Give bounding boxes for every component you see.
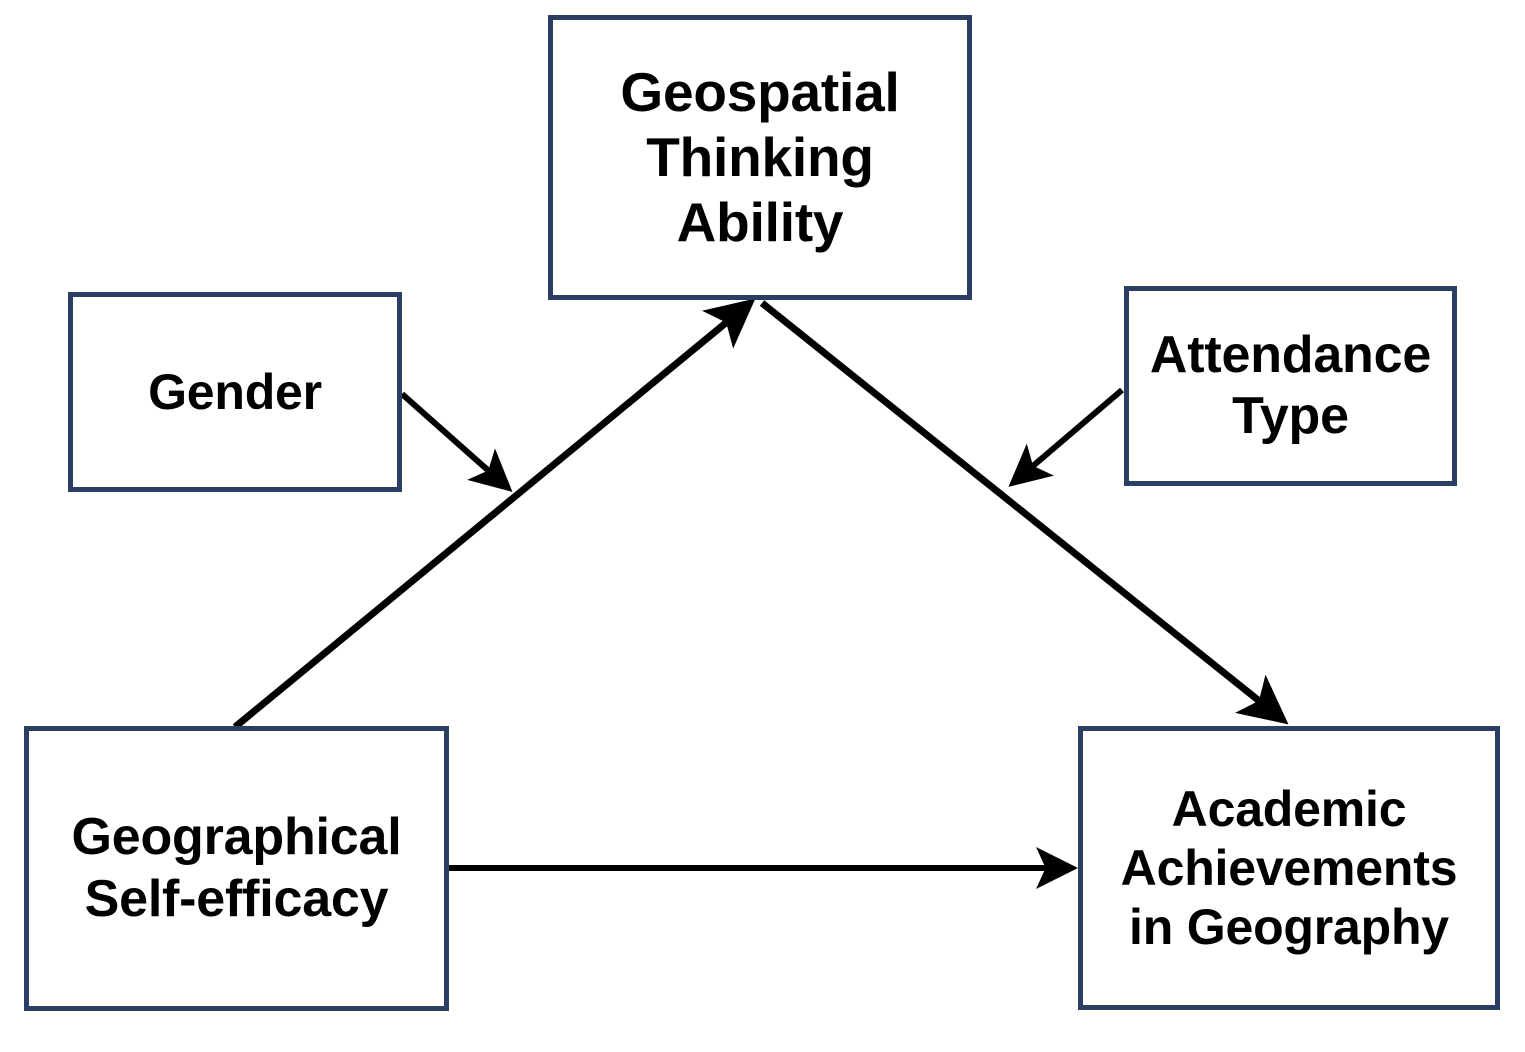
edge-gta-to-academic: [759, 300, 1289, 725]
node-label-attendance-type: Attendance Type: [1149, 325, 1432, 445]
edge-gender-moderator: [400, 391, 513, 492]
node-label-geographical-self-efficacy: Geographical Self-efficacy: [71, 808, 402, 928]
node-academic-achievements[interactable]: Academic Achievements in Geography: [1078, 726, 1500, 1010]
node-label-academic-achievements: Academic Achievements in Geography: [1120, 780, 1458, 955]
edge-selfefficacy-to-gta: [232, 298, 756, 730]
node-geographical-self-efficacy[interactable]: Geographical Self-efficacy: [24, 726, 449, 1011]
node-attendance-type[interactable]: Attendance Type: [1124, 286, 1457, 486]
node-geospatial-thinking-ability[interactable]: Geospatial Thinking Ability: [548, 15, 972, 300]
edge-attendance-moderator: [1008, 387, 1124, 487]
node-label-geospatial-thinking-ability: Geospatial Thinking Ability: [620, 61, 900, 253]
node-label-gender: Gender: [148, 363, 322, 420]
node-gender[interactable]: Gender: [68, 292, 402, 492]
